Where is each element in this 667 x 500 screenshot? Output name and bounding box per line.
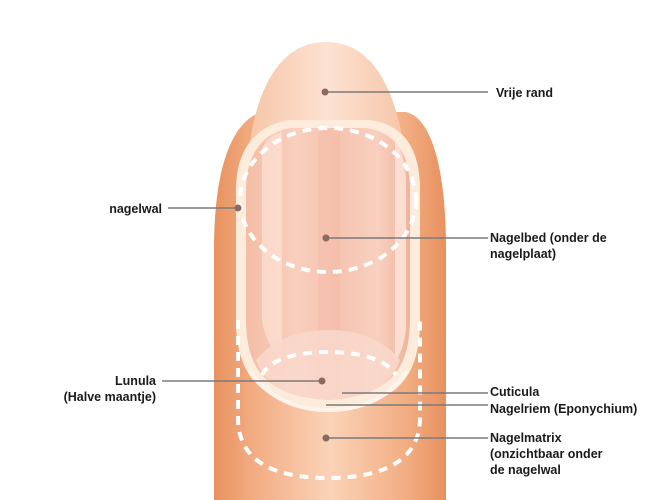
- label-vrije-rand: Vrije rand: [496, 86, 553, 100]
- label-nagelriem: Nagelriem (Eponychium): [490, 402, 638, 416]
- label-cuticula: Cuticula: [490, 385, 540, 399]
- pointer-nagelmatrix: [322, 434, 488, 442]
- lunula-dashed-outline: [260, 349, 398, 377]
- label-nagelmatrix: Nagelmatrix (onzichtbaar onder de nagelw…: [490, 431, 603, 477]
- pointer-lunula: [162, 377, 326, 385]
- nail-highlight: [262, 132, 282, 360]
- nail-highlight-center: [318, 130, 340, 390]
- pointer-vrije-rand: [321, 88, 488, 96]
- pointer-nagelbed: [322, 234, 488, 242]
- nailbed-dashed-outline: [238, 126, 418, 274]
- nail-highlight-right: [395, 140, 406, 362]
- nail-plate: [246, 128, 410, 400]
- label-nagelbed: Nagelbed (onder de nagelplaat): [490, 231, 607, 261]
- label-nagelwal: nagelwal: [109, 202, 162, 216]
- pointer-nagelwal: [168, 204, 242, 212]
- lunula-shape: [256, 330, 400, 400]
- label-lunula: Lunula (Halve maantje): [63, 374, 156, 404]
